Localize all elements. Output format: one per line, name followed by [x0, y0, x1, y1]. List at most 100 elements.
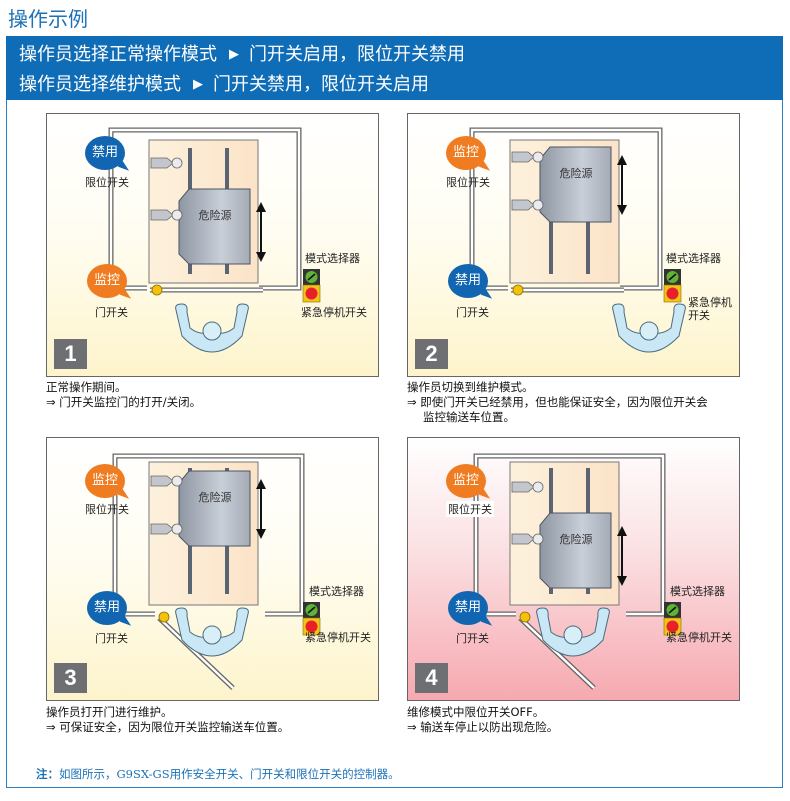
door-switch-status-bubble: 禁用 — [87, 591, 127, 625]
motion-arrow-icon — [617, 155, 627, 215]
door-switch-label: 门开关 — [95, 306, 128, 319]
caption-line: 监控输送车位置。 — [423, 410, 515, 424]
panel-number-badge: 3 — [54, 663, 87, 693]
caption-line: 维修模式中限位开关OFF。 — [407, 705, 545, 719]
page-title: 操作示例 — [8, 7, 88, 31]
limit-switch-icon — [150, 523, 183, 535]
mode-selector-icon — [664, 602, 681, 618]
mode-condition: 操作员选择维护模式 — [19, 74, 181, 95]
motion-arrow-icon — [617, 526, 627, 586]
scenario-diagram: 危险源 — [108, 127, 321, 353]
panel-number-badge: 1 — [54, 339, 87, 369]
scenario-panel-4: 危险源 监控禁用 限位开关门开关 模式选择器紧急停机开关 4 — [407, 437, 740, 701]
caption-line: 操作员打开门进行维护。 — [46, 705, 173, 719]
door-switch-status-bubble: 禁用 — [448, 591, 488, 625]
hazard-label: 危险源 — [560, 532, 593, 546]
emergency-stop-label: 紧急停机 — [688, 296, 732, 309]
door-switch-icon — [519, 611, 531, 623]
caption-line: ⇒ 门开关监控门的打开/关闭。 — [46, 395, 202, 409]
door-switch-icon — [158, 611, 170, 623]
limit-switch-icon — [511, 199, 544, 211]
operator-figure — [175, 607, 249, 657]
mode-selector-icon — [664, 269, 681, 285]
door-switch-label: 门开关 — [456, 632, 489, 645]
hazard-label: 危险源 — [199, 490, 232, 504]
mode-condition: 操作员选择正常操作模式 — [19, 44, 217, 65]
scenario-panel-2: 危险源 监控禁用 限位开关门开关 模式选择器紧急停机开关 2 — [407, 113, 740, 377]
scenario-diagram: 危险源 — [469, 127, 686, 353]
hazard-cart: 危险源 — [539, 512, 612, 589]
caption-panel-4: 维修模式中限位开关OFF。 ⇒ 输送车停止以防出现危险。 — [407, 705, 558, 735]
hazard-cart: 危险源 — [178, 188, 251, 265]
limit-switch-status-bubble: 监控 — [446, 464, 486, 498]
motion-arrow-icon — [256, 202, 266, 262]
footnote: 注：如图所示，G9SX-GS用作安全开关、门开关和限位开关的控制器。 — [36, 766, 400, 782]
limit-switch-icon — [150, 157, 183, 169]
limit-switch-status-bubble: 监控 — [85, 464, 125, 498]
caption-line: ⇒ 可保证安全，因为限位开关监控输送车位置。 — [46, 720, 290, 734]
mode-result: 门开关禁用，限位开关启用 — [213, 74, 429, 95]
caption-line: 操作员切换到维护模式。 — [407, 380, 534, 394]
limit-switch-icon — [511, 481, 544, 493]
emergency-stop-icon — [663, 617, 682, 636]
caption-line: 正常操作期间。 — [46, 380, 127, 394]
emergency-stop-label: 紧急停机开关 — [301, 306, 367, 319]
mode-selector-icon — [303, 602, 320, 618]
mode-selector-label: 模式选择器 — [666, 252, 721, 265]
door — [518, 616, 596, 690]
motion-arrow-icon — [256, 479, 266, 539]
scenario-diagram: 危险源 — [473, 453, 682, 690]
panel-number-badge: 2 — [415, 339, 448, 369]
door-switch-icon — [151, 284, 163, 296]
caption-panel-2: 操作员切换到维护模式。 ⇒ 即使门开关已经禁用，但也能保证安全，因为限位开关会 … — [407, 380, 708, 425]
limit-switch-label: 限位开关 — [85, 176, 129, 189]
arrow-right-icon: ▶ — [229, 47, 239, 62]
mode-summary-normal: 操作员选择正常操作模式 ▶ 门开关启用，限位开关禁用 — [19, 41, 783, 71]
emergency-stop-label: 紧急停机开关 — [666, 631, 732, 644]
limit-switch-label: 限位开关 — [446, 501, 494, 517]
limit-switch-label: 限位开关 — [446, 176, 490, 189]
scenario-panel-3: 危险源 监控禁用 限位开关门开关 模式选择器紧急停机开关 3 — [46, 437, 379, 701]
caption-line: ⇒ 输送车停止以防出现危险。 — [407, 720, 559, 734]
door-switch-status-bubble: 监控 — [87, 264, 127, 298]
operator-figure — [612, 303, 686, 353]
limit-switch-status-bubble: 禁用 — [85, 136, 125, 170]
door — [157, 616, 235, 690]
caption-line: ⇒ 即使门开关已经禁用，但也能保证安全，因为限位开关会 — [407, 395, 708, 409]
mode-summary-header: 操作员选择正常操作模式 ▶ 门开关启用，限位开关禁用 操作员选择维护模式 ▶ 门开关禁用… — [6, 36, 783, 100]
limit-switch-icon — [511, 151, 544, 163]
door-switch-label: 门开关 — [456, 306, 489, 319]
limit-switch-icon — [150, 209, 183, 221]
emergency-stop-label: 紧急停机开关 — [305, 631, 371, 644]
limit-switch-label: 限位开关 — [85, 503, 129, 516]
emergency-stop-label: 开关 — [688, 309, 710, 322]
footnote-prefix: 注： — [36, 767, 59, 781]
panel-number-badge: 4 — [415, 663, 448, 693]
door-switch-status-bubble: 禁用 — [448, 264, 488, 298]
scenario-diagram: 危险源 — [112, 453, 321, 690]
door-switch-icon — [512, 284, 524, 296]
limit-switch-icon — [511, 533, 544, 545]
caption-panel-1: 正常操作期间。 ⇒ 门开关监控门的打开/关闭。 — [46, 380, 201, 410]
footnote-text: 如图所示，G9SX-GS用作安全开关、门开关和限位开关的控制器。 — [59, 767, 400, 781]
scenario-panel-1: 危险源 禁用监控 限位开关门开关 模式选择器紧急停机开关 1 — [46, 113, 379, 377]
emergency-stop-icon — [302, 617, 321, 636]
mode-selector-label: 模式选择器 — [309, 585, 364, 598]
mode-selector-label: 模式选择器 — [670, 585, 725, 598]
door-switch-label: 门开关 — [95, 632, 128, 645]
hazard-label: 危险源 — [560, 166, 593, 180]
arrow-right-icon: ▶ — [193, 77, 203, 92]
limit-switch-status-bubble: 监控 — [446, 136, 486, 170]
mode-summary-maintenance: 操作员选择维护模式 ▶ 门开关禁用，限位开关启用 — [19, 71, 783, 101]
hazard-label: 危险源 — [199, 208, 232, 222]
mode-result: 门开关启用，限位开关禁用 — [249, 44, 465, 65]
mode-selector-icon — [303, 269, 320, 285]
caption-panel-3: 操作员打开门进行维护。 ⇒ 可保证安全，因为限位开关监控输送车位置。 — [46, 705, 289, 735]
operator-figure — [536, 607, 610, 657]
emergency-stop-icon — [302, 284, 321, 303]
limit-switch-icon — [150, 475, 183, 487]
mode-selector-label: 模式选择器 — [305, 252, 360, 265]
emergency-stop-icon — [663, 284, 682, 303]
operator-figure — [175, 303, 249, 353]
hazard-cart: 危险源 — [178, 470, 251, 547]
